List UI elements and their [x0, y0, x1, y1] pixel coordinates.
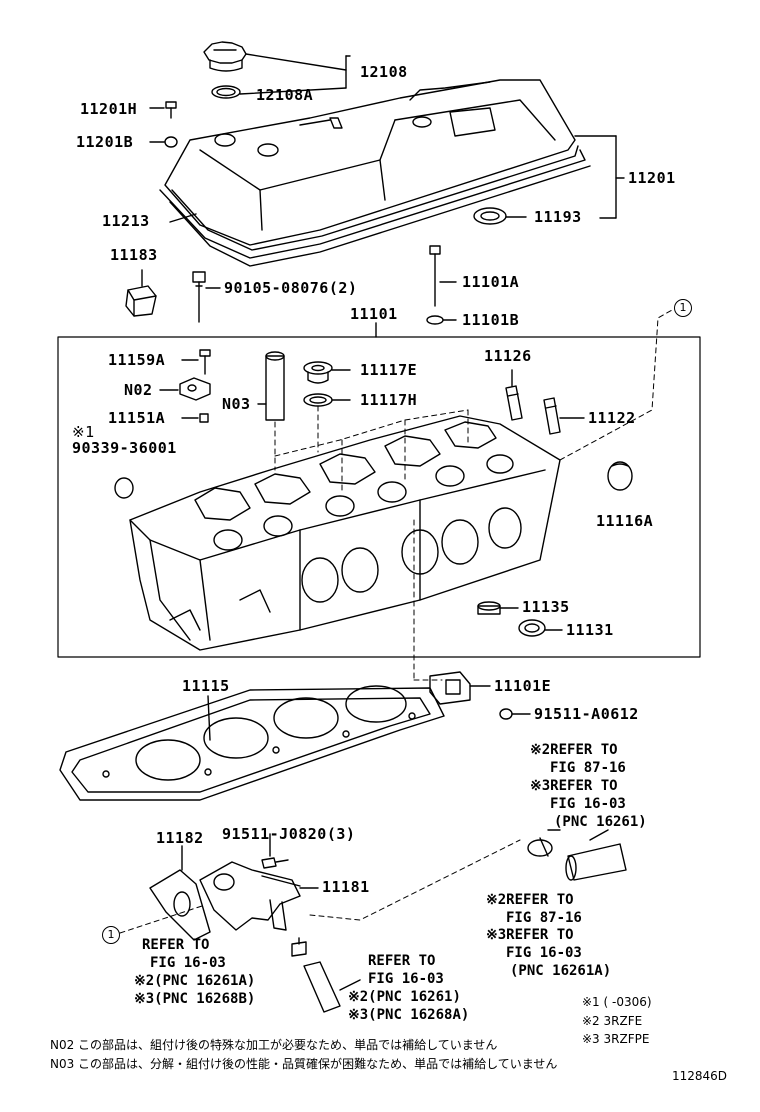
valve-guide-intake — [505, 369, 523, 421]
legend-line: ※2 3RZFE — [582, 1014, 643, 1028]
spark-plug-tube-seal — [473, 207, 527, 225]
ref-text: (PNC 16261) — [554, 814, 647, 830]
head-plug — [114, 477, 134, 499]
label-11201h: 11201H — [80, 100, 138, 118]
cylinder-head-cover — [159, 79, 586, 259]
circle-marker-1-lower: 1 — [102, 926, 120, 944]
cylinder-head — [129, 415, 561, 651]
ref-text: ※3REFER TO — [486, 927, 574, 943]
label-90339: 90339-36001 — [72, 439, 177, 457]
label-11159a: 11159A — [108, 351, 166, 369]
label-11126: 11126 — [484, 347, 532, 365]
valve-guide-exhaust — [543, 397, 585, 435]
head-gasket — [59, 685, 445, 801]
label-11151a: 11151A — [108, 409, 166, 427]
cap-gasket — [211, 85, 241, 99]
temperature-sensor — [429, 671, 491, 705]
label-11213: 11213 — [102, 212, 150, 230]
label-11101e: 11101E — [494, 677, 552, 695]
expansion-plug — [607, 461, 633, 491]
ref-text: FIG 16-03 — [506, 945, 582, 961]
label-11117e: 11117E — [360, 361, 418, 379]
camshaft-plug — [125, 269, 157, 317]
plug-seal-e — [303, 361, 351, 384]
cam-oil-seal — [518, 619, 563, 637]
ref-text: FIG 16-03 — [550, 796, 626, 812]
label-11193: 11193 — [534, 208, 582, 226]
sensor-bolt — [499, 708, 531, 720]
label-12108a: 12108A — [256, 86, 314, 104]
label-11116a: 11116A — [596, 512, 654, 530]
label-91511a: 91511-A0612 — [534, 705, 639, 723]
ref-mark-1: ※1 — [72, 423, 95, 441]
hose-upper — [565, 829, 627, 881]
label-90105: 90105-08076(2) — [224, 279, 358, 297]
outlet-gasket — [149, 845, 211, 941]
label-12108: 12108 — [360, 63, 408, 81]
ref-text: FIG 16-03 — [150, 955, 226, 971]
circle-marker-1: 1 — [674, 299, 692, 317]
label-11183: 11183 — [110, 246, 158, 264]
legend-line: ※1 ( -0306) — [582, 995, 652, 1009]
oil-filler-cap — [203, 41, 247, 72]
footnote-n02: N02 この部品は、組付け後の特殊な加工が必要なため、単品では補給していません — [50, 1038, 498, 1052]
cylinder-head-group-box — [57, 336, 701, 658]
n02-bracket — [159, 377, 211, 401]
label-n02: N02 — [124, 381, 153, 399]
cam-seal-small — [477, 601, 519, 615]
footnote-n03: N03 この部品は、分解・組付け後の性能・品質確保が困難なため、単品では補給して… — [50, 1057, 558, 1071]
label-11201: 11201 — [628, 169, 676, 187]
centre-lines — [119, 309, 673, 934]
legend-line: ※3 3RZFPE — [582, 1032, 650, 1046]
outlet-bolt — [261, 833, 289, 869]
label-11182: 11182 — [156, 829, 204, 847]
label-11135: 11135 — [522, 598, 570, 616]
ref-text: ※3REFER TO — [530, 778, 618, 794]
ref-text: ※2REFER TO — [486, 892, 574, 908]
label-11117h: 11117H — [360, 391, 418, 409]
label-11201b: 11201B — [76, 133, 134, 151]
ref-text: REFER TO — [368, 953, 436, 969]
ref-text: ※3(PNC 16268B) — [134, 991, 256, 1007]
ref-text: ※2REFER TO — [530, 742, 618, 758]
hose-clamp — [527, 829, 561, 857]
ref-text: ※2(PNC 16261A) — [134, 973, 256, 989]
label-n03: N03 — [222, 395, 251, 413]
cover-grommet — [149, 136, 178, 148]
ref-text: FIG 87-16 — [506, 910, 582, 926]
head-bolt — [429, 245, 457, 307]
label-11115: 11115 — [182, 677, 230, 695]
hose-fitting — [291, 937, 307, 957]
n03-tube — [257, 351, 285, 421]
label-11101b: 11101B — [462, 311, 520, 329]
cover-bolt — [149, 101, 177, 119]
hose-lower — [303, 961, 361, 1013]
dowel-pin — [181, 413, 209, 423]
cover-gasket — [169, 165, 591, 267]
ref-text: REFER TO — [142, 937, 210, 953]
diagram-id: 112846D — [672, 1069, 728, 1083]
ref-text: FIG 16-03 — [368, 971, 444, 987]
head-bolt-washer — [426, 315, 457, 325]
label-11101a: 11101A — [462, 273, 520, 291]
ref-text: ※2(PNC 16261) — [348, 989, 461, 1005]
stud-bolt — [181, 349, 211, 375]
ref-text: ※3(PNC 16268A) — [348, 1007, 470, 1023]
plug-seal-h — [303, 393, 351, 407]
water-outlet — [199, 861, 319, 931]
label-11131: 11131 — [566, 621, 614, 639]
label-11122: 11122 — [588, 409, 636, 427]
label-91511j: 91511-J0820(3) — [222, 825, 356, 843]
ref-text: (PNC 16261A) — [510, 963, 612, 979]
label-11181: 11181 — [322, 878, 370, 896]
head-bolt-long — [192, 271, 221, 323]
label-11101: 11101 — [350, 305, 398, 323]
ref-text: FIG 87-16 — [550, 760, 626, 776]
